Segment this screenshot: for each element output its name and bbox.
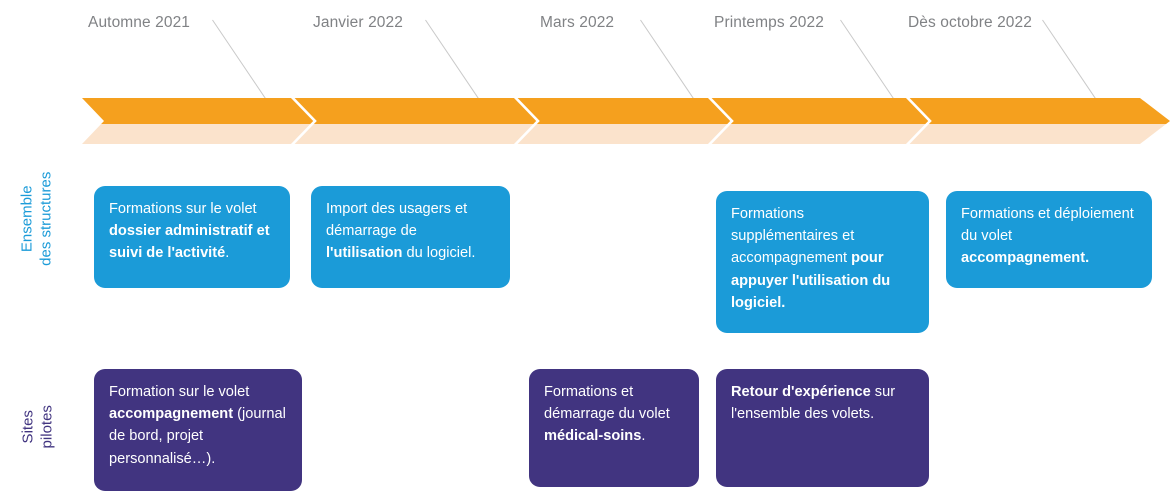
row-label-line-2: pilotes xyxy=(38,405,55,449)
card-formations-dossier-administratif: Formations sur le volet dossier administ… xyxy=(94,186,290,288)
row-label-line-2: des structures xyxy=(37,171,54,266)
card-retour-experience: Retour d'expérience sur l'ensemble des v… xyxy=(716,369,929,487)
row-label-sites-pilotes: Sites pilotes xyxy=(19,385,57,469)
row-label-line-1: Ensemble xyxy=(18,185,36,253)
card-text: Formations et démarrage du volet médical… xyxy=(544,384,670,445)
row-label-ensemble-des-structures: Ensemble des structures xyxy=(18,165,56,273)
card-formation-accompagnement: Formation sur le volet accompagnement (j… xyxy=(94,369,302,491)
milestone-label-4: Printemps 2022 xyxy=(714,14,824,31)
band-top-stripe xyxy=(82,98,1170,124)
card-import-usagers: Import des usagers et démarrage de l'uti… xyxy=(311,186,510,288)
milestone-label-3: Mars 2022 xyxy=(540,14,615,31)
card-text: Formation sur le volet accompagnement (j… xyxy=(109,384,286,467)
milestone-label-2: Janvier 2022 xyxy=(313,14,403,31)
card-demarrage-medical-soins: Formations et démarrage du volet médical… xyxy=(529,369,699,487)
card-text: Formations et déploiement du volet accom… xyxy=(961,206,1134,267)
milestone-label-1: Automne 2021 xyxy=(88,14,191,31)
card-text: Formations sur le volet dossier administ… xyxy=(109,201,270,262)
timeline-arrow-band xyxy=(82,98,1170,144)
card-text: Import des usagers et démarrage de l'uti… xyxy=(326,201,476,262)
card-deploiement-accompagnement: Formations et déploiement du volet accom… xyxy=(946,191,1152,288)
band-bottom-stripe xyxy=(82,124,1170,144)
card-text: Retour d'expérience sur l'ensemble des v… xyxy=(731,384,896,423)
band-chevron-dividers xyxy=(286,98,932,144)
milestone-label-5: Dès octobre 2022 xyxy=(908,14,1032,31)
card-formations-supplementaires: Formations supplémentaires et accompagne… xyxy=(716,191,929,333)
row-label-line-1: Sites xyxy=(19,410,37,444)
card-text: Formations supplémentaires et accompagne… xyxy=(731,206,891,311)
